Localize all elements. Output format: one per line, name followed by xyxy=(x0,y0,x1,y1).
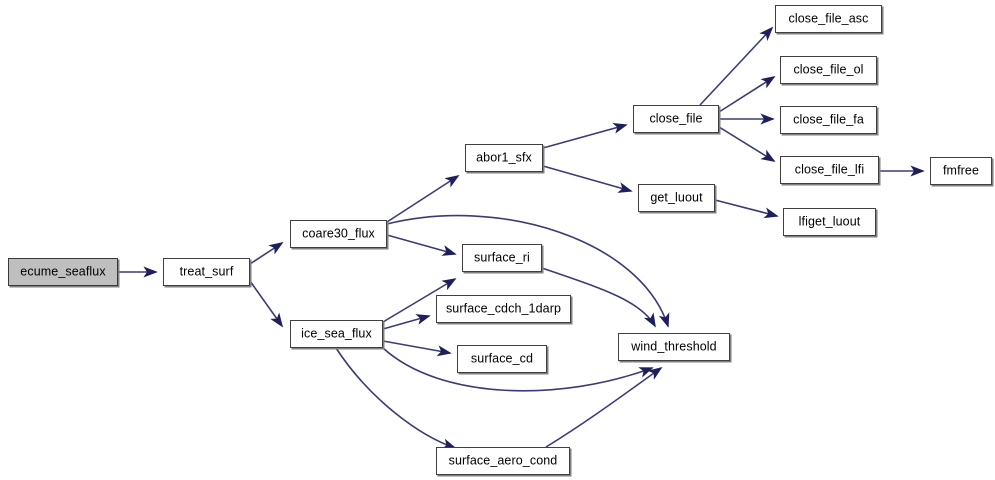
graph-edge-abor1_sfx-to-get_luout xyxy=(542,165,633,193)
graph-node-label: surface_cdch_1darp xyxy=(445,301,562,316)
edges-group xyxy=(118,26,925,450)
graph-edge-ice_sea_flux-to-surface_cdch_1darp xyxy=(382,314,431,330)
graph-node-label: lfiget_luout xyxy=(798,214,861,229)
graph-edge-ice_sea_flux-to-surface_cd xyxy=(382,340,452,357)
graph-node-label: close_file_asc xyxy=(788,11,869,26)
graph-node-surface_cd[interactable]: surface_cd xyxy=(457,345,547,373)
graph-node-label: coare30_flux xyxy=(302,226,375,241)
graph-node-close_file_asc[interactable]: close_file_asc xyxy=(775,5,882,33)
graph-node-ice_sea_flux[interactable]: ice_sea_flux xyxy=(290,320,383,348)
graph-node-label: close_file_fa xyxy=(793,112,864,127)
graph-node-label: ecume_seaflux xyxy=(20,264,106,279)
graph-node-close_file_ol[interactable]: close_file_ol xyxy=(780,56,877,84)
graph-node-close_file_fa[interactable]: close_file_fa xyxy=(780,106,877,134)
graph-node-label: close_file_ol xyxy=(793,62,864,77)
graph-node-close_file_lfi[interactable]: close_file_lfi xyxy=(780,156,879,184)
graph-node-close_file[interactable]: close_file xyxy=(633,105,719,133)
graph-edge-coare30_flux-to-surface_ri xyxy=(386,234,457,256)
graph-node-surface_cdch_1darp[interactable]: surface_cdch_1darp xyxy=(436,295,571,323)
graph-edge-close_file-to-close_file_ol xyxy=(718,76,776,113)
graph-node-surface_aero_cond[interactable]: surface_aero_cond xyxy=(436,447,570,475)
graph-node-abor1_sfx[interactable]: abor1_sfx xyxy=(465,144,543,172)
graph-edge-abor1_sfx-to-close_file xyxy=(542,123,628,149)
graph-node-label: treat_surf xyxy=(179,264,234,279)
graph-node-label: close_file xyxy=(649,111,703,126)
graph-node-label: surface_cd xyxy=(470,351,534,366)
graph-node-ecume_seaflux[interactable]: ecume_seaflux xyxy=(8,258,118,286)
graph-node-fmfree[interactable]: fmfree xyxy=(930,157,992,185)
graph-edge-ice_sea_flux-to-surface_aero_cond xyxy=(335,347,457,450)
graph-node-label: ice_sea_flux xyxy=(301,326,372,341)
graph-node-label: get_luout xyxy=(650,190,703,205)
graph-edge-coare30_flux-to-abor1_sfx xyxy=(386,175,460,223)
graph-node-label: surface_aero_cond xyxy=(448,453,558,468)
graph-edge-surface_aero_cond-to-wind_threshold xyxy=(545,366,663,448)
graph-node-label: surface_ri xyxy=(474,250,530,265)
graph-node-wind_threshold[interactable]: wind_threshold xyxy=(618,333,730,361)
graph-node-surface_ri[interactable]: surface_ri xyxy=(462,244,542,272)
graph-node-label: wind_threshold xyxy=(631,339,717,354)
graph-node-treat_surf[interactable]: treat_surf xyxy=(163,258,250,286)
graph-node-coare30_flux[interactable]: coare30_flux xyxy=(290,220,387,248)
graph-edge-close_file-to-close_file_lfi xyxy=(718,126,776,162)
graph-edge-close_file-to-close_file_asc xyxy=(699,26,774,106)
graph-node-label: fmfree xyxy=(942,163,980,178)
graph-edge-treat_surf-to-coare30_flux xyxy=(249,242,284,265)
graph-edge-get_luout-to-lfiget_luout xyxy=(714,199,779,219)
graph-node-label: close_file_lfi xyxy=(794,162,865,177)
graph-node-lfiget_luout[interactable]: lfiget_luout xyxy=(783,208,876,236)
graph-node-get_luout[interactable]: get_luout xyxy=(638,184,715,212)
graph-edge-treat_surf-to-ice_sea_flux xyxy=(249,280,284,328)
graph-node-label: abor1_sfx xyxy=(476,150,532,165)
